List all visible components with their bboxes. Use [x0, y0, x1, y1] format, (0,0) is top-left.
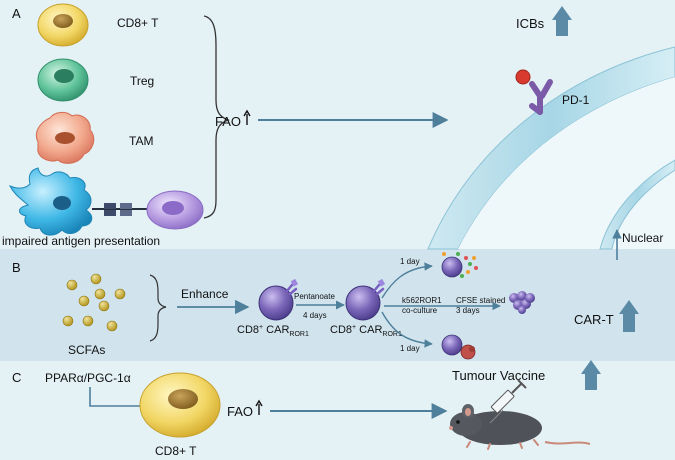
panel-c-letter: C [12, 370, 21, 385]
scfa-dot [94, 288, 106, 300]
k562-label-2: co-culture [402, 306, 438, 315]
car-t-cell-icon [258, 278, 299, 321]
cfse-label-1: CFSE stained [456, 296, 505, 305]
tumour-vaccine-label: Tumour Vaccine [452, 368, 545, 383]
fao-up-arrow-icon [243, 109, 251, 125]
mhc-tcr-complex-icon [92, 203, 150, 216]
scfa-dot [66, 279, 78, 291]
scfa-dot [78, 295, 90, 307]
cfse-label-2: 3 days [456, 306, 480, 315]
four-days-label: 4 days [303, 311, 327, 320]
cart-label: CAR-T [574, 312, 614, 327]
one-day-top-label: 1 day [400, 257, 420, 266]
car-t-cell-icon-2 [345, 278, 386, 321]
tam-cell-icon [36, 111, 95, 164]
car-label-1: CD8+ CARROR1 [237, 324, 309, 338]
dendritic-cell-icon [8, 167, 93, 236]
k562-label-1: k562ROR1 [402, 296, 442, 305]
cd8-t-cell-icon [37, 3, 89, 47]
vaccine-up-arrow-icon [581, 360, 601, 390]
scfas-label: SCFAs [68, 343, 105, 357]
car-label-2: CD8+ CARROR1 [330, 324, 402, 338]
ppar-arrow [89, 387, 151, 411]
branch-arrow-bottom [381, 311, 433, 348]
branch-arrow-top [381, 262, 433, 299]
scfa-dot [90, 273, 102, 285]
scfa-dots [62, 273, 126, 332]
mouse-icon [449, 404, 591, 450]
pentanoate-label: Pentanoate [294, 292, 335, 301]
cytokine-release-cell-icon [441, 252, 478, 278]
pd1-label: PD-1 [562, 93, 590, 107]
nuclear-label: Nuclear [622, 231, 663, 245]
fao-a-label: FAO [215, 114, 241, 129]
treg-cell-icon [37, 58, 89, 102]
tumor-killing-cell-icon [441, 334, 476, 360]
panel-b-brace [149, 274, 167, 342]
scfa-dot [98, 300, 110, 312]
cart-up-arrow-icon [619, 300, 639, 332]
panel-a-letter: A [12, 6, 21, 21]
ppar-label: PPARα/PGC-1α [45, 371, 131, 385]
proliferating-cells-icon [509, 291, 535, 314]
scfa-dot [62, 315, 74, 327]
treg-label: Treg [130, 74, 154, 88]
antigen-caption: impaired antigen presentation [2, 234, 160, 248]
pd1-receptor-icon [515, 69, 553, 115]
tam-label: TAM [129, 134, 153, 148]
scfa-dot [82, 315, 94, 327]
scfa-dot [114, 288, 126, 300]
icbs-up-arrow-icon [552, 6, 572, 36]
fao-c-label: FAO [227, 404, 253, 419]
cd8-t-label: CD8+ T [117, 16, 159, 30]
cd8-t-cell-c-icon [139, 372, 221, 438]
enhance-label: Enhance [181, 287, 229, 301]
panel-a-brace [203, 15, 230, 219]
one-day-bottom-label: 1 day [400, 344, 420, 353]
fao-c-up-arrow-icon [255, 399, 263, 415]
icbs-label: ICBs [516, 16, 545, 31]
scfa-dot [106, 320, 118, 332]
t-cell-icon [146, 190, 204, 230]
cd8-t-c-label: CD8+ T [155, 444, 197, 458]
syringe-icon [489, 379, 527, 424]
target-cell [427, 46, 675, 250]
panel-b-letter: B [12, 260, 21, 275]
nucleus-membrane [599, 159, 675, 250]
